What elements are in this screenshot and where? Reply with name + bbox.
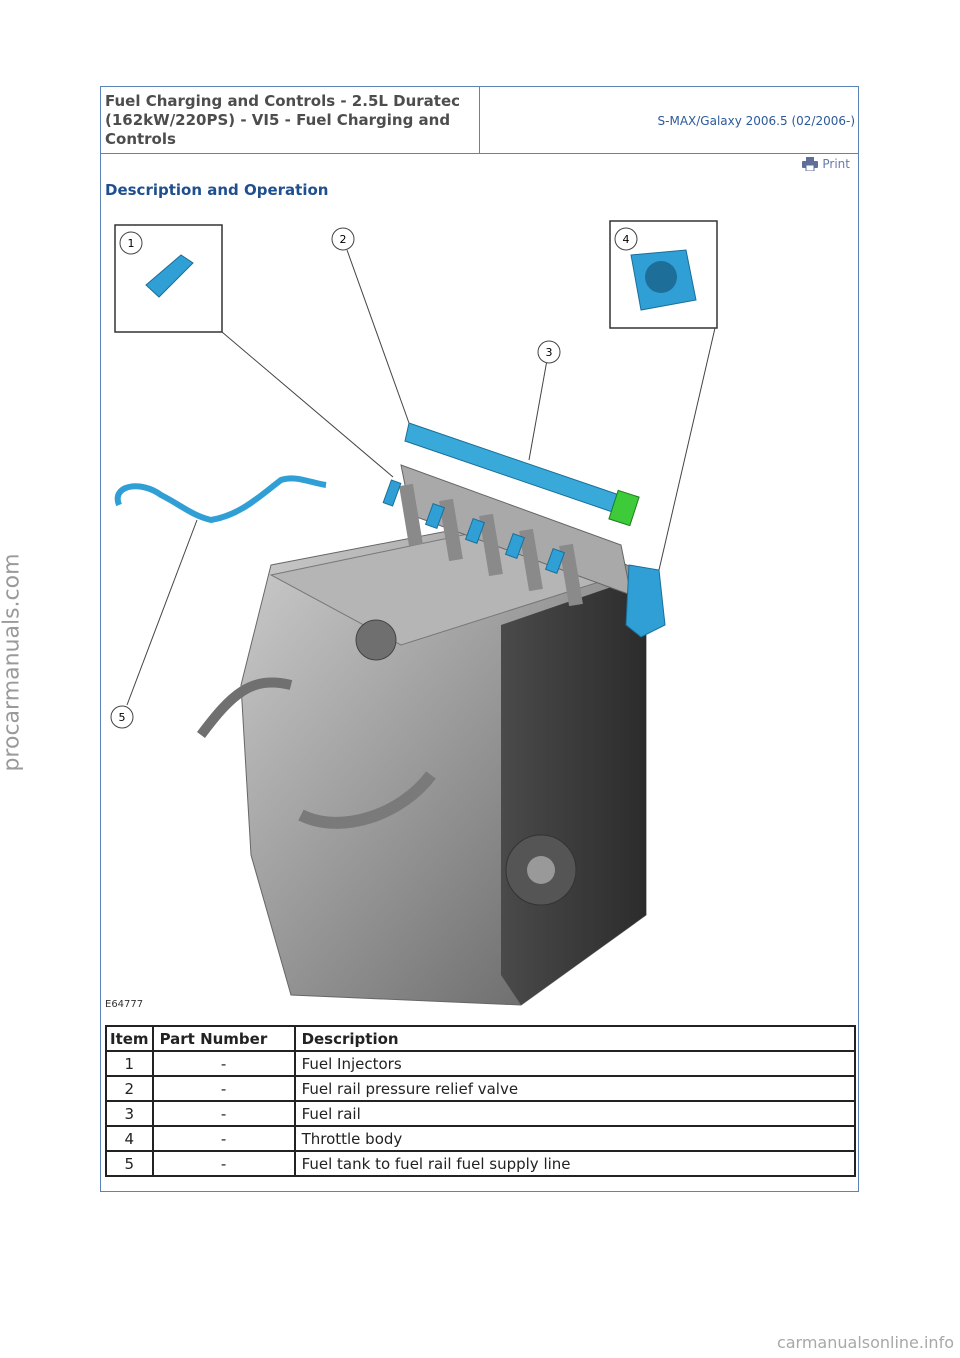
print-button[interactable]: Print — [802, 157, 850, 171]
svg-text:3: 3 — [546, 346, 553, 359]
table-row: 3 - Fuel rail — [105, 1100, 857, 1127]
description-cell: Fuel tank to fuel rail fuel supply line — [293, 1150, 857, 1177]
leader-lines — [126, 249, 716, 706]
part-number-cell: - — [151, 1050, 296, 1077]
item-cell: 3 — [105, 1100, 154, 1127]
footer-watermark: carmanualsonline.info — [776, 1333, 954, 1352]
callout-4: 4 — [614, 227, 638, 251]
table-header-row: Item Part Number Description — [105, 1025, 857, 1052]
callout-5: 5 — [110, 705, 134, 729]
table-row: 2 - Fuel rail pressure relief valve — [105, 1075, 857, 1102]
document-frame: Fuel Charging and Controls - 2.5L Durate… — [100, 86, 859, 1192]
column-header: Description — [293, 1025, 857, 1052]
pressure-relief-valve-illustration — [608, 489, 640, 527]
injectors-illustration — [382, 479, 566, 575]
item-cell: 2 — [105, 1075, 154, 1102]
svg-text:4: 4 — [623, 233, 630, 246]
callout-circles: 1 2 3 4 5 — [110, 227, 638, 729]
callout-1: 1 — [119, 231, 143, 255]
item-cell: 4 — [105, 1125, 154, 1152]
part-number-cell: - — [151, 1075, 296, 1102]
table-row: 4 - Throttle body — [105, 1125, 857, 1152]
side-watermark: procarmanuals.com — [0, 553, 25, 772]
engine-diagram: 1 2 3 4 5 E64777 — [105, 220, 718, 1010]
intake-manifold-illustration — [399, 464, 632, 607]
item-cell: 5 — [105, 1150, 154, 1177]
document-header: Fuel Charging and Controls - 2.5L Durate… — [101, 87, 858, 154]
svg-text:2: 2 — [340, 233, 347, 246]
column-header: Item — [105, 1025, 154, 1052]
svg-text:1: 1 — [128, 237, 135, 250]
item-cell: 1 — [105, 1050, 154, 1077]
callout-3: 3 — [537, 340, 561, 364]
print-label: Print — [822, 157, 850, 171]
header-divider — [479, 87, 480, 153]
printer-icon — [802, 157, 819, 171]
callout-2: 2 — [331, 227, 355, 251]
description-cell: Fuel Injectors — [293, 1050, 857, 1077]
fuel-supply-line-illustration — [114, 475, 327, 524]
description-cell: Fuel rail — [293, 1100, 857, 1127]
engine-block-illustration — [197, 514, 647, 1006]
table-row: 5 - Fuel tank to fuel rail fuel supply l… — [105, 1150, 857, 1177]
page-title: Fuel Charging and Controls - 2.5L Durate… — [105, 92, 461, 148]
throttle-body-illustration — [625, 564, 666, 638]
table-row: 1 - Fuel Injectors — [105, 1050, 857, 1077]
figure-code: E64777 — [105, 999, 143, 1010]
model-label: S-MAX/Galaxy 2006.5 (02/2006-) — [657, 114, 855, 128]
part-number-cell: - — [151, 1150, 296, 1177]
part-number-cell: - — [151, 1100, 296, 1127]
column-header: Part Number — [151, 1025, 296, 1052]
svg-text:5: 5 — [119, 711, 126, 724]
description-cell: Throttle body — [293, 1125, 857, 1152]
part-number-cell: - — [151, 1125, 296, 1152]
description-cell: Fuel rail pressure relief valve — [293, 1075, 857, 1102]
section-title: Description and Operation — [105, 181, 329, 199]
parts-table: Item Part Number Description 1 - Fuel In… — [105, 1025, 857, 1177]
